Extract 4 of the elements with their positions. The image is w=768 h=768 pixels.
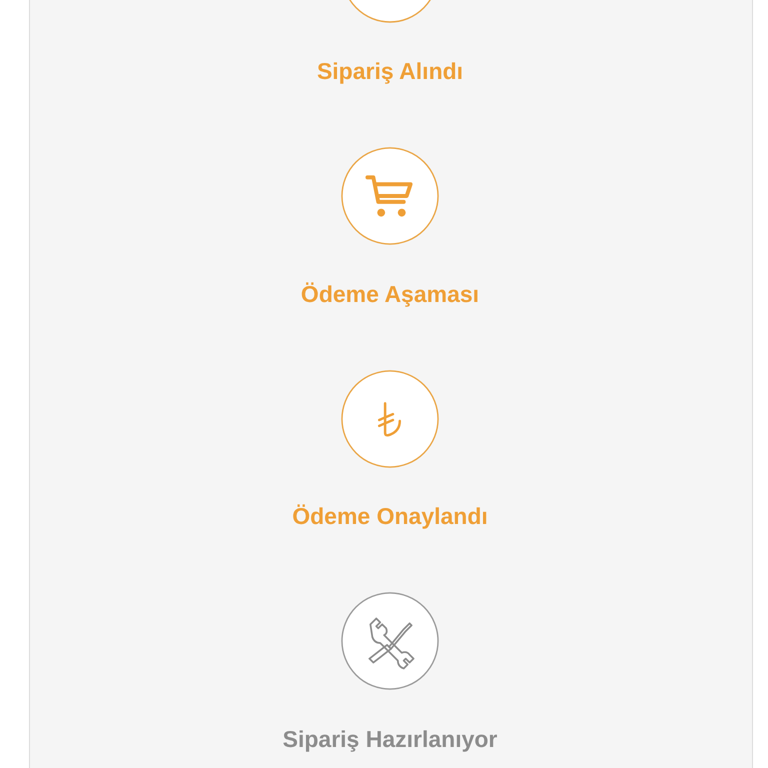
step-label: Ödeme Aşaması [300, 280, 480, 308]
step-label: Ödeme Onaylandı [292, 502, 488, 530]
step-label: Sipariş Alındı [316, 57, 464, 85]
step-label: Sipariş Hazırlanıyor [282, 725, 498, 753]
